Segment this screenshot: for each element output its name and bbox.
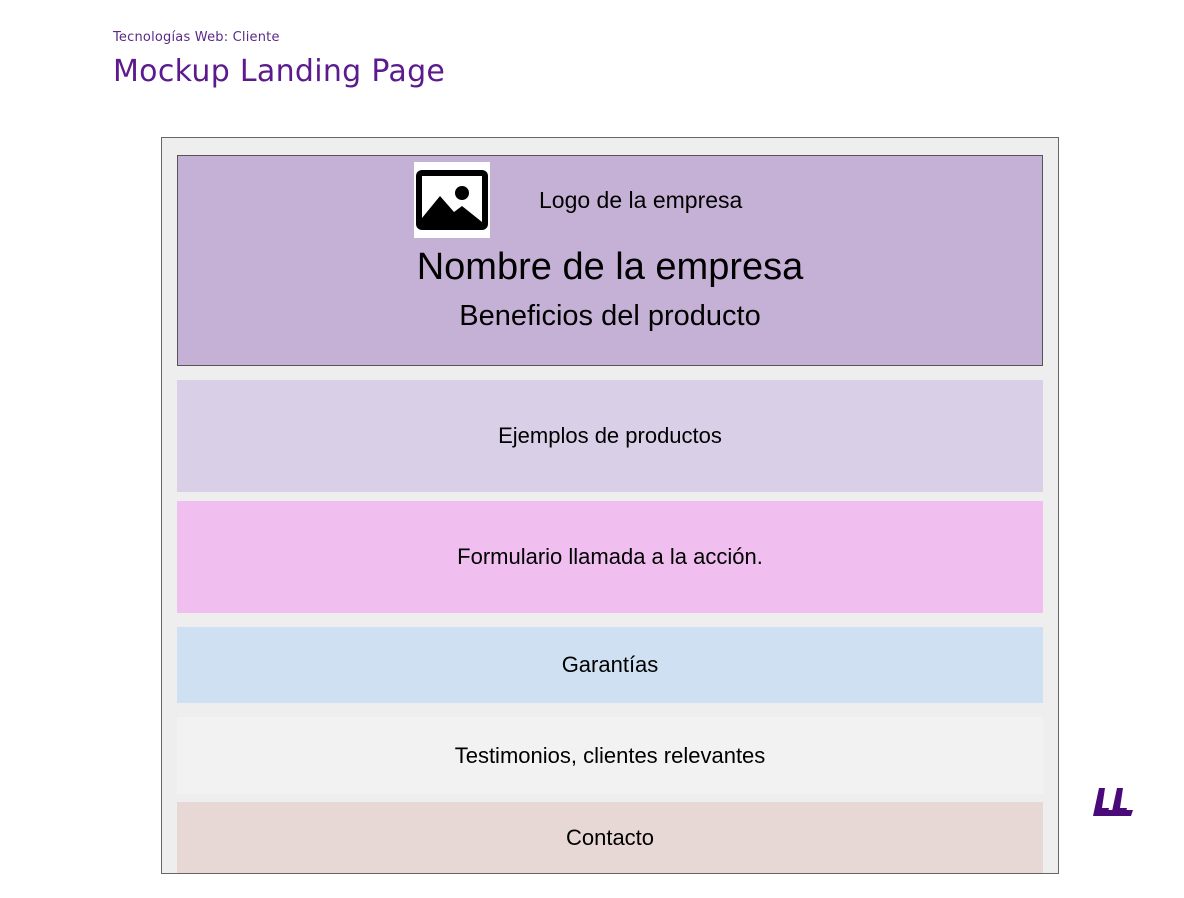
logo-label: Logo de la empresa <box>539 187 743 213</box>
testimonials-section: Testimonios, clientes relevantes <box>177 717 1043 794</box>
testimonials-label: Testimonios, clientes relevantes <box>454 742 766 768</box>
header-section: Logo de la empresa Nombre de la empresa … <box>177 155 1043 366</box>
slide-title: Mockup Landing Page <box>113 54 446 89</box>
cta-label: Formulario llamada a la acción. <box>457 544 763 569</box>
company-name: Nombre de la empresa <box>416 246 804 288</box>
image-placeholder-icon <box>414 162 490 238</box>
contact-section: Contacto <box>177 802 1043 873</box>
cta-form-section: Formulario llamada a la acción. <box>177 501 1043 613</box>
university-logo-icon <box>1093 786 1133 818</box>
product-benefits: Beneficios del producto <box>459 300 761 332</box>
guarantees-section: Garantías <box>177 627 1043 703</box>
contact-label: Contacto <box>565 825 655 850</box>
landing-page-mockup: Logo de la empresa Nombre de la empresa … <box>161 137 1059 874</box>
course-label: Tecnologías Web: Cliente <box>113 30 280 45</box>
products-section: Ejemplos de productos <box>177 380 1043 492</box>
products-label: Ejemplos de productos <box>498 423 722 448</box>
guarantees-label: Garantías <box>561 652 659 677</box>
